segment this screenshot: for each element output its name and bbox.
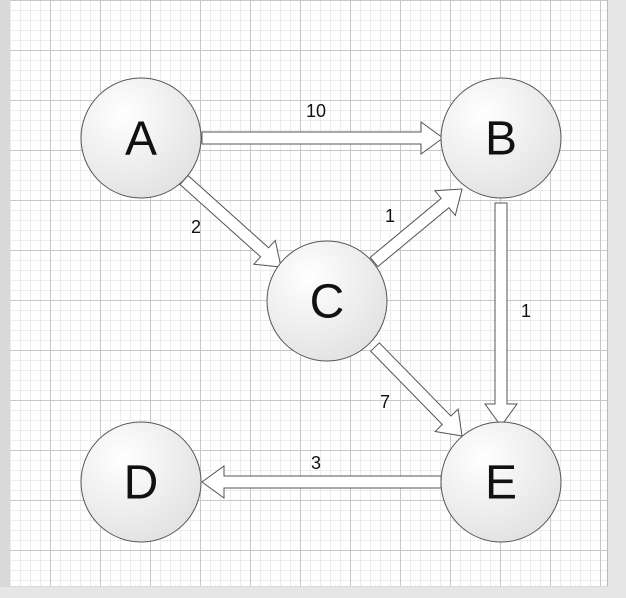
node-a[interactable] [80, 77, 202, 199]
edge-weight-c-b: 1 [385, 206, 395, 226]
node-label-d: D [124, 457, 159, 510]
node-c[interactable] [266, 240, 388, 362]
edge-weight-b-e: 1 [521, 301, 531, 321]
node-label-a: A [125, 113, 157, 166]
node-e[interactable] [440, 421, 562, 543]
node-label-b: B [485, 113, 517, 166]
node-label-c: C [310, 276, 345, 329]
edge-weight-labels: 10 2 1 1 7 3 [191, 101, 531, 473]
node-label-e: E [485, 457, 517, 510]
node-labels: A B C D E [124, 113, 517, 510]
horizontal-scrollbar[interactable] [0, 587, 626, 598]
node-d[interactable] [80, 421, 202, 543]
nodes-layer [80, 77, 562, 543]
edge-weight-c-e: 7 [380, 392, 390, 412]
edge-arrow-a-c[interactable] [179, 174, 282, 268]
edge-weight-a-b: 10 [306, 101, 326, 121]
node-b[interactable] [440, 77, 562, 199]
edge-arrow-c-e[interactable] [369, 342, 463, 437]
edge-arrow-a-b[interactable] [201, 121, 444, 155]
edges-layer [179, 121, 518, 499]
vertical-scrollbar[interactable] [608, 0, 626, 598]
edge-arrow-e-d[interactable] [201, 465, 442, 499]
edge-weight-a-c: 2 [191, 217, 201, 237]
edge-weight-e-d: 3 [311, 453, 321, 473]
edge-arrow-c-b[interactable] [369, 188, 463, 268]
edge-arrow-b-e[interactable] [484, 202, 518, 427]
